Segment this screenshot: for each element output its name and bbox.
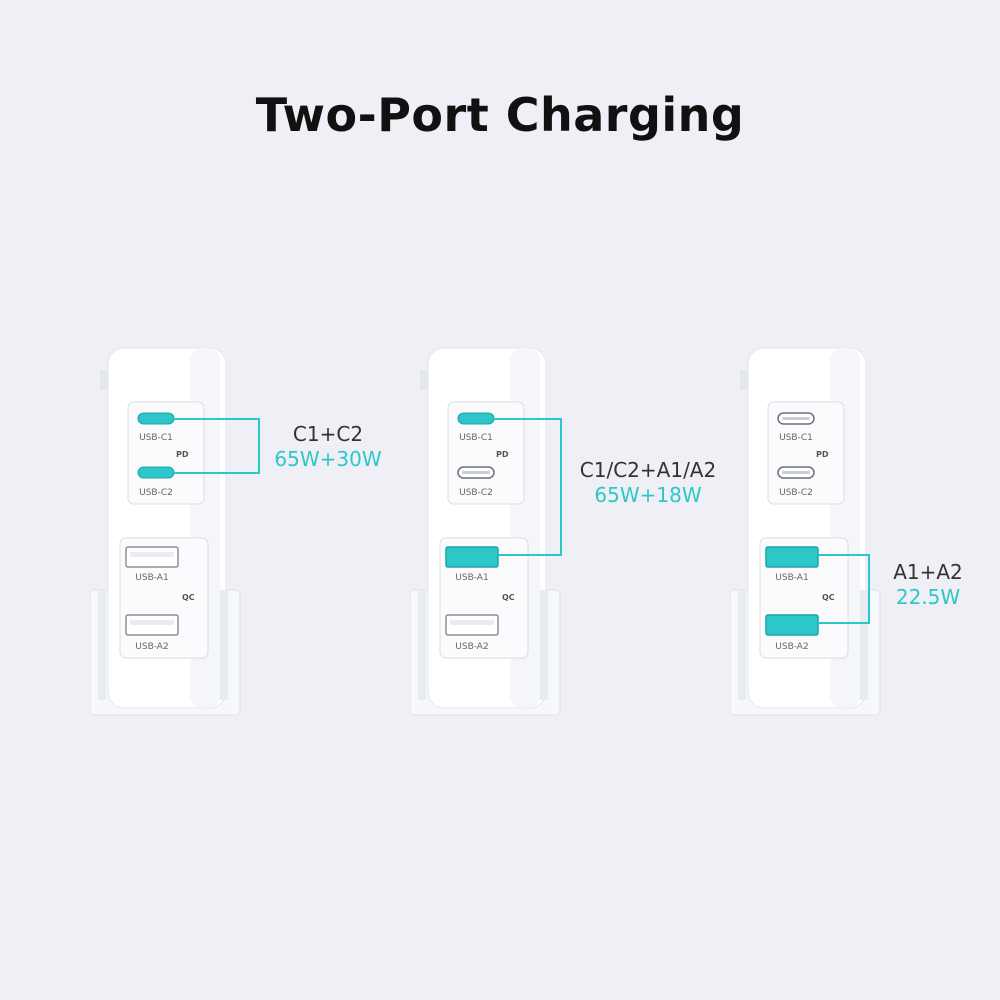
usb-a1-port bbox=[445, 546, 499, 568]
usb-c1-port bbox=[137, 412, 175, 425]
connector-line bbox=[494, 418, 562, 420]
usb-c1-port bbox=[457, 412, 495, 425]
connector-line bbox=[868, 554, 870, 624]
charger-1: USB-C1 USB-C2 USB-A1 USB-A2 PD QC bbox=[90, 340, 290, 720]
charger-3: USB-C1 USB-C2 USB-A1 USB-A2 PD QC bbox=[730, 340, 930, 720]
combo-ports: A1+A2 bbox=[893, 560, 963, 584]
pd-tag: PD bbox=[816, 450, 829, 459]
usb-a1-port bbox=[765, 546, 819, 568]
usb-c2-label: USB-C2 bbox=[779, 488, 813, 498]
connector-line bbox=[174, 418, 260, 420]
connector-line bbox=[258, 418, 260, 474]
usb-a2-label: USB-A2 bbox=[455, 642, 489, 652]
qc-tag: QC bbox=[822, 593, 835, 602]
connector-line bbox=[818, 554, 870, 556]
usb-c2-label: USB-C2 bbox=[459, 488, 493, 498]
combo-power: 65W+30W bbox=[274, 447, 382, 471]
usb-c2-port bbox=[137, 466, 175, 479]
usb-c1-label: USB-C1 bbox=[139, 433, 173, 443]
usb-a2-port bbox=[765, 614, 819, 636]
qc-tag: QC bbox=[502, 593, 515, 602]
pd-tag: PD bbox=[496, 450, 509, 459]
combo-ports: C1+C2 bbox=[292, 422, 364, 446]
usb-c1-label: USB-C1 bbox=[459, 433, 493, 443]
combo-ports: C1/C2+A1/A2 bbox=[579, 458, 717, 482]
combo-3: A1+A2 22.5W bbox=[878, 560, 978, 610]
combo-power: 22.5W bbox=[895, 585, 961, 609]
usb-a1-label: USB-A1 bbox=[135, 573, 169, 583]
connector-line bbox=[174, 472, 260, 474]
pd-tag: PD bbox=[176, 450, 189, 459]
usb-c1-label: USB-C1 bbox=[779, 433, 813, 443]
combo-power: 65W+18W bbox=[594, 483, 702, 507]
usb-a2-label: USB-A2 bbox=[775, 642, 809, 652]
connector-line bbox=[498, 554, 562, 556]
usb-c2-label: USB-C2 bbox=[139, 488, 173, 498]
usb-a2-label: USB-A2 bbox=[135, 642, 169, 652]
charger-2: USB-C1 USB-C2 USB-A1 USB-A2 PD QC bbox=[410, 340, 610, 720]
connector-line bbox=[560, 418, 562, 556]
page-title: Two-Port Charging bbox=[255, 88, 745, 142]
combo-2: C1/C2+A1/A2 65W+18W bbox=[568, 458, 728, 508]
combo-1: C1+C2 65W+30W bbox=[265, 422, 391, 472]
usb-a1-label: USB-A1 bbox=[455, 573, 489, 583]
qc-tag: QC bbox=[182, 593, 195, 602]
connector-line bbox=[818, 622, 870, 624]
usb-a1-label: USB-A1 bbox=[775, 573, 809, 583]
